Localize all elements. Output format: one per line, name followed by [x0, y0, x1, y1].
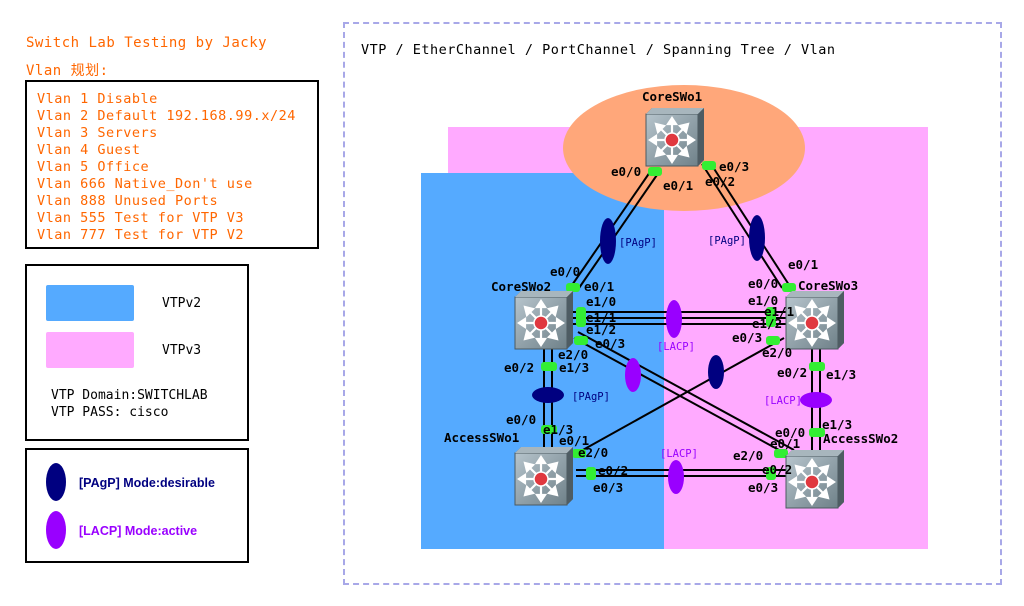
vtpv3-label: VTPv3 [162, 343, 202, 358]
coresw1-switch-icon[interactable] [644, 106, 706, 168]
coresw3-name: CoreSWo3 [798, 278, 858, 293]
accesssw1-switch-icon[interactable] [513, 445, 575, 507]
port-dots [541, 161, 825, 480]
port-label: e0/1 [584, 279, 614, 294]
port-label: e0/3 [595, 336, 625, 351]
pagp-bundle-right [749, 215, 765, 261]
lacp-legend-label: [LACP] Mode:active [79, 524, 198, 538]
accesssw2-switch-icon[interactable] [784, 448, 846, 510]
port-label: e0/1 [559, 433, 589, 448]
lacp-tag-access: [LACP] [660, 448, 698, 460]
lacp-tag-right: [LACP] [764, 395, 802, 407]
vlan-list-box: Vlan 1 Disable Vlan 2 Default 192.168.99… [25, 80, 319, 249]
vlan-item: Vlan 4 Guest [37, 142, 141, 158]
port-label: e2/0 [558, 347, 588, 362]
port-label: e0/2 [777, 365, 807, 380]
port-label: e0/1 [770, 436, 800, 451]
port-label: e0/1 [788, 257, 818, 272]
pagp-tag-access: [PAgP] [572, 391, 610, 403]
lacp-tag-core: [LACP] [657, 341, 695, 353]
pagp-legend-label: [PAgP] Mode:desirable [79, 476, 215, 490]
vtp-legend-box: VTPv2 VTPv3 VTP Domain:SWITCHLAB VTP PAS… [25, 264, 249, 441]
pagp-tag-left: [PAgP] [619, 237, 657, 249]
diagram-frame [343, 22, 1002, 585]
port-label: e0/0 [550, 264, 580, 279]
vtpv2-label: VTPv2 [162, 296, 202, 311]
port-label: e0/1 [663, 178, 693, 193]
port-label: e1/2 [752, 316, 782, 331]
vtp-pass: VTP PASS: cisco [51, 405, 169, 420]
port-label: e0/3 [748, 480, 778, 495]
port-label: e0/2 [762, 462, 792, 477]
port-label: e0/2 [705, 174, 735, 189]
port-label: e0/0 [775, 425, 805, 440]
port-label: e0/3 [593, 480, 623, 495]
vtpv3-swatch [46, 332, 134, 368]
port-label: e2/0 [762, 345, 792, 360]
vlan-item: Vlan 3 Servers [37, 125, 158, 141]
port-label: e1/3 [559, 360, 589, 375]
vlan-item: Vlan 666 Native_Don't use [37, 176, 253, 192]
port-label: e0/0 [611, 164, 641, 179]
coresw2-name: CoreSWo2 [491, 279, 551, 294]
port-label: e0/0 [748, 276, 778, 291]
port-label: e0/3 [732, 330, 762, 345]
port-label: e1/0 [586, 294, 616, 309]
port-label: e1/0 [748, 293, 778, 308]
vlan-item: Vlan 5 Office [37, 159, 150, 175]
vlan-item: Vlan 888 Unused Ports [37, 193, 219, 209]
port-label: e1/1 [586, 310, 616, 325]
lacp-bundle-core [666, 300, 682, 338]
port-label: e1/1 [764, 304, 794, 319]
accesssw2-name: AccessSWo2 [823, 431, 898, 446]
port-label: e1/3 [822, 417, 852, 432]
vlan-heading: Vlan 规划: [26, 63, 109, 79]
port-label: e0/2 [598, 463, 628, 478]
lacp-legend-icon [46, 511, 66, 549]
lacp-bundle-access [668, 460, 684, 494]
vlan-item: Vlan 777 Test for VTP V2 [37, 227, 245, 243]
mode-legend-box: [PAgP] Mode:desirable [LACP] Mode:active [25, 448, 249, 563]
accesssw1-name: AccessSWo1 [444, 430, 519, 445]
port-label: e0/0 [506, 412, 536, 427]
port-label: e1/3 [826, 367, 856, 382]
pagp-bundle-access [532, 387, 564, 403]
coresw1-name: CoreSWo1 [642, 89, 702, 104]
port-label: e0/3 [719, 159, 749, 174]
coresw2-switch-icon[interactable] [513, 289, 575, 351]
lacp-bundle-right [800, 392, 832, 408]
port-label: e2/0 [578, 445, 608, 460]
pagp-tag-right: [PAgP] [708, 235, 746, 247]
vlan-item: Vlan 1 Disable [37, 91, 158, 107]
port-label: e2/0 [733, 448, 763, 463]
vlan-item: Vlan 555 Test for VTP V3 [37, 210, 245, 226]
lacp-bundle-cross [625, 358, 641, 392]
lab-title: Switch Lab Testing by Jacky [26, 35, 268, 51]
pagp-bundle-left [600, 218, 616, 264]
coresw3-switch-icon[interactable] [784, 289, 846, 351]
vtp-domain: VTP Domain:SWITCHLAB [51, 388, 208, 403]
port-label: e1/2 [586, 322, 616, 337]
pagp-legend-icon [46, 463, 66, 501]
port-label: e1/3 [543, 422, 573, 437]
diagram-title: VTP / EtherChannel / PortChannel / Spann… [361, 42, 836, 58]
vlan-item: Vlan 2 Default 192.168.99.x/24 [37, 108, 296, 124]
vtpv2-swatch [46, 285, 134, 321]
pagp-bundle-cross [708, 355, 724, 389]
port-label: e0/2 [504, 360, 534, 375]
